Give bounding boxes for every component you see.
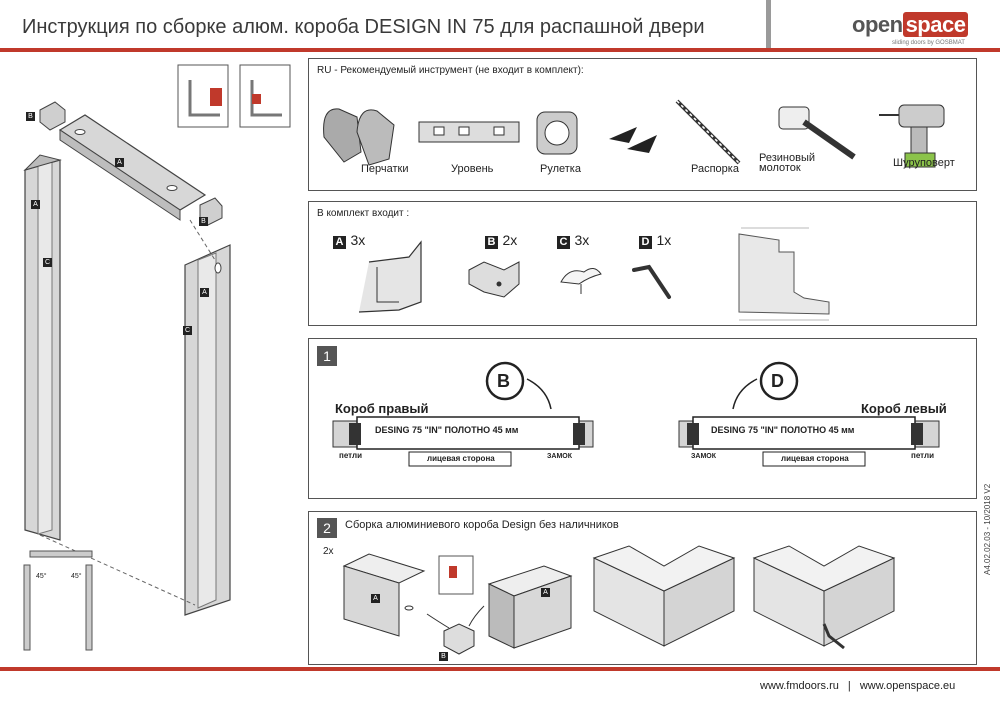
footer-links: www.fmdoors.ru | www.openspace.eu [760,680,955,692]
logo-space: space [902,12,969,37]
kit-letter-a: A [333,236,346,249]
kit-letter-b: B [485,236,498,249]
step2-label-a-right: A [541,588,550,597]
profile-a-icon [358,240,422,313]
kit-qty-a: 3x [350,232,366,248]
label-a-top: A [115,158,124,167]
step1-circle-b: B [497,371,510,391]
step2-diagram [342,545,896,655]
hex-key-icon [822,623,845,650]
drill-icon [879,104,945,168]
step1-face-right: лицевая сторона [427,454,495,463]
wedges-icon [609,127,657,153]
angle-right: 45° [71,573,82,580]
step1-lock-left: замок [691,453,716,460]
step1-left-title: Короб левый [861,401,947,416]
footer-separator: | [847,680,851,692]
kit-letter-c: C [557,236,570,249]
label-a-right: A [200,288,209,297]
step1-face-left: лицевая сторона [781,454,849,463]
assembled-corner-2 [752,545,896,650]
detail-highlight-b [210,88,222,106]
profile-left-piece [342,553,426,637]
kit-letter-d: D [639,236,652,249]
angle-left: 45° [36,573,47,580]
tool-level: Уровень [451,163,494,175]
kit-illustrations [358,227,830,321]
document-id: A4.02.02.03 - 10/2018 V2 [983,483,992,575]
tool-rubber-mallet: Резиновый молоток [759,152,816,174]
spreader-icon [675,99,741,165]
hex-key-d-icon [632,264,671,299]
footer-link-fmdoors[interactable]: www.fmdoors.ru [760,680,839,692]
step2-title: Сборка алюминиевого короба Design без на… [345,519,619,531]
step1-number: 1 [317,346,337,366]
level-icon [418,121,520,143]
profile-right-piece [487,565,573,649]
footer-rule [0,667,1000,671]
kit-qty-d: 1x [656,232,672,248]
step2-multiplier: 2x [323,546,334,557]
connector-b-piece [443,623,475,655]
tape-measure-icon [536,111,578,155]
step1-door-text-right: DESING 75 "IN" ПОЛОТНО 45 мм [375,425,519,435]
kit-qty-b: 2x [502,232,518,248]
kit-item-b: B 2x [485,232,517,250]
step2-label-b: B [439,652,448,661]
rubber-mallet-icon [778,106,856,160]
kit-panel: В комплект входит : A 3x B 2x C 3x D 1x [308,201,977,326]
kit-item-d: D 1x [639,232,671,250]
page-title: Инструкция по сборке алюм. короба DESIGN… [22,16,705,38]
step1-right-title: Короб правый [335,401,429,416]
kit-heading: В комплект входит : [317,208,410,219]
label-a-left: A [31,200,40,209]
profile-section-icon [738,227,830,321]
tools-illustrations [323,99,945,168]
header-rule [0,48,1000,52]
logo-subtitle: sliding doors by GOSBMAT [892,40,965,46]
seal-c-icon [560,268,602,294]
label-c-right: C [183,326,192,335]
label-c-left: C [43,258,52,267]
footer-link-openspace[interactable]: www.openspace.eu [859,680,956,692]
tool-tape-measure: Рулетка [540,163,581,175]
kit-qty-c: 3x [574,232,590,248]
tool-gloves: Перчатки [361,163,409,175]
logo-open: open [852,12,903,37]
step1-hinges-left: петли [911,451,934,460]
gloves-icon [323,108,395,166]
tool-spreader: Распорка [691,163,739,175]
frame-exploded-drawing [23,64,291,651]
kit-item-c: C 3x [557,232,589,250]
tools-panel: RU - Рекомендуемый инструмент (не входит… [308,58,977,191]
tool-drill: Шуруповерт [893,157,955,169]
step1-door-text-left: DESING 75 "IN" ПОЛОТНО 45 мм [711,425,855,435]
step2-label-a-left: A [371,594,380,603]
step2-panel: 2 Сборка алюминиевого короба Design без … [308,511,977,665]
step2-detail-highlight [449,566,457,578]
step1-circle-d: D [771,371,784,391]
detail-highlight-c [252,94,261,104]
step1-lock-right: замок [547,453,572,460]
step2-number: 2 [317,518,337,538]
kit-item-a: A 3x [333,232,365,250]
step1-hinges-right: петли [339,451,362,460]
label-b-top: B [26,112,35,121]
header-divider [766,0,771,48]
tools-heading: RU - Рекомендуемый инструмент (не входит… [317,65,584,76]
label-b-right: B [199,217,208,226]
connector-b-icon [468,261,520,298]
assembled-corner-1 [592,545,736,647]
step1-diagram [332,361,940,467]
step1-panel: 1 B D Короб правый Короб левый DESING 75… [308,338,977,499]
